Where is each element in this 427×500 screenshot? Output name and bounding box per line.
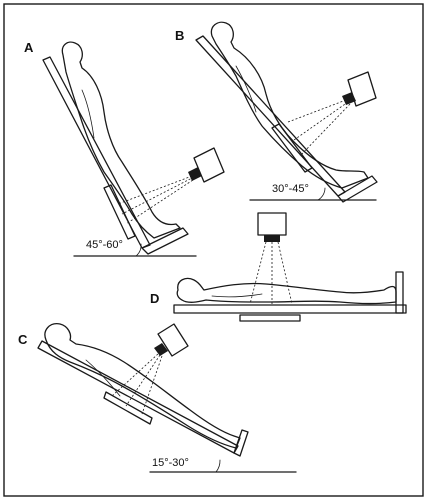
panel-b-patient bbox=[210, 21, 369, 189]
panel-a-patient bbox=[61, 41, 181, 239]
panel-d-arm bbox=[211, 293, 263, 298]
panel-d-detector bbox=[239, 314, 301, 322]
panel-b-arm bbox=[235, 65, 257, 113]
panel-a-angle-label: 45°-60° bbox=[86, 239, 123, 251]
panel-c-arm bbox=[85, 359, 121, 397]
panel-c-table bbox=[37, 340, 239, 454]
panel-d-patient bbox=[176, 277, 397, 305]
panel-b-angle-label: 30°-45° bbox=[272, 183, 309, 195]
panel-a-detector bbox=[103, 184, 136, 240]
panel-b: B 30°-45° bbox=[175, 21, 378, 203]
panel-d-beam bbox=[249, 241, 293, 305]
panel-b-letter: B bbox=[175, 28, 184, 43]
panel-b-angle-arc bbox=[317, 187, 326, 201]
panel-a-letter: A bbox=[24, 40, 34, 55]
panel-c-detector bbox=[103, 391, 153, 425]
panel-b-xray-tube bbox=[342, 71, 377, 107]
panel-a-footboard bbox=[141, 227, 189, 255]
panel-d-table bbox=[173, 304, 407, 314]
panel-c-angle-arc bbox=[215, 459, 221, 473]
panel-a-xray-tube bbox=[188, 147, 225, 183]
panel-c-angle-label: 15°-30° bbox=[152, 457, 189, 469]
panel-d-xray-tube bbox=[257, 212, 287, 242]
panel-c: C 15°-30° bbox=[18, 323, 297, 473]
panel-b-beam bbox=[287, 99, 351, 157]
panel-b-detector bbox=[271, 123, 313, 173]
panel-a-angle-arc bbox=[135, 243, 142, 257]
figure-border bbox=[3, 3, 424, 497]
panel-d-letter: D bbox=[150, 291, 159, 306]
panel-d: D bbox=[150, 212, 407, 322]
panel-a-beam bbox=[117, 175, 197, 225]
panel-c-xray-tube bbox=[154, 323, 189, 357]
panel-c-letter: C bbox=[18, 332, 28, 347]
panel-a-arm bbox=[81, 89, 95, 139]
panel-a: A 45°-60° bbox=[24, 40, 225, 257]
